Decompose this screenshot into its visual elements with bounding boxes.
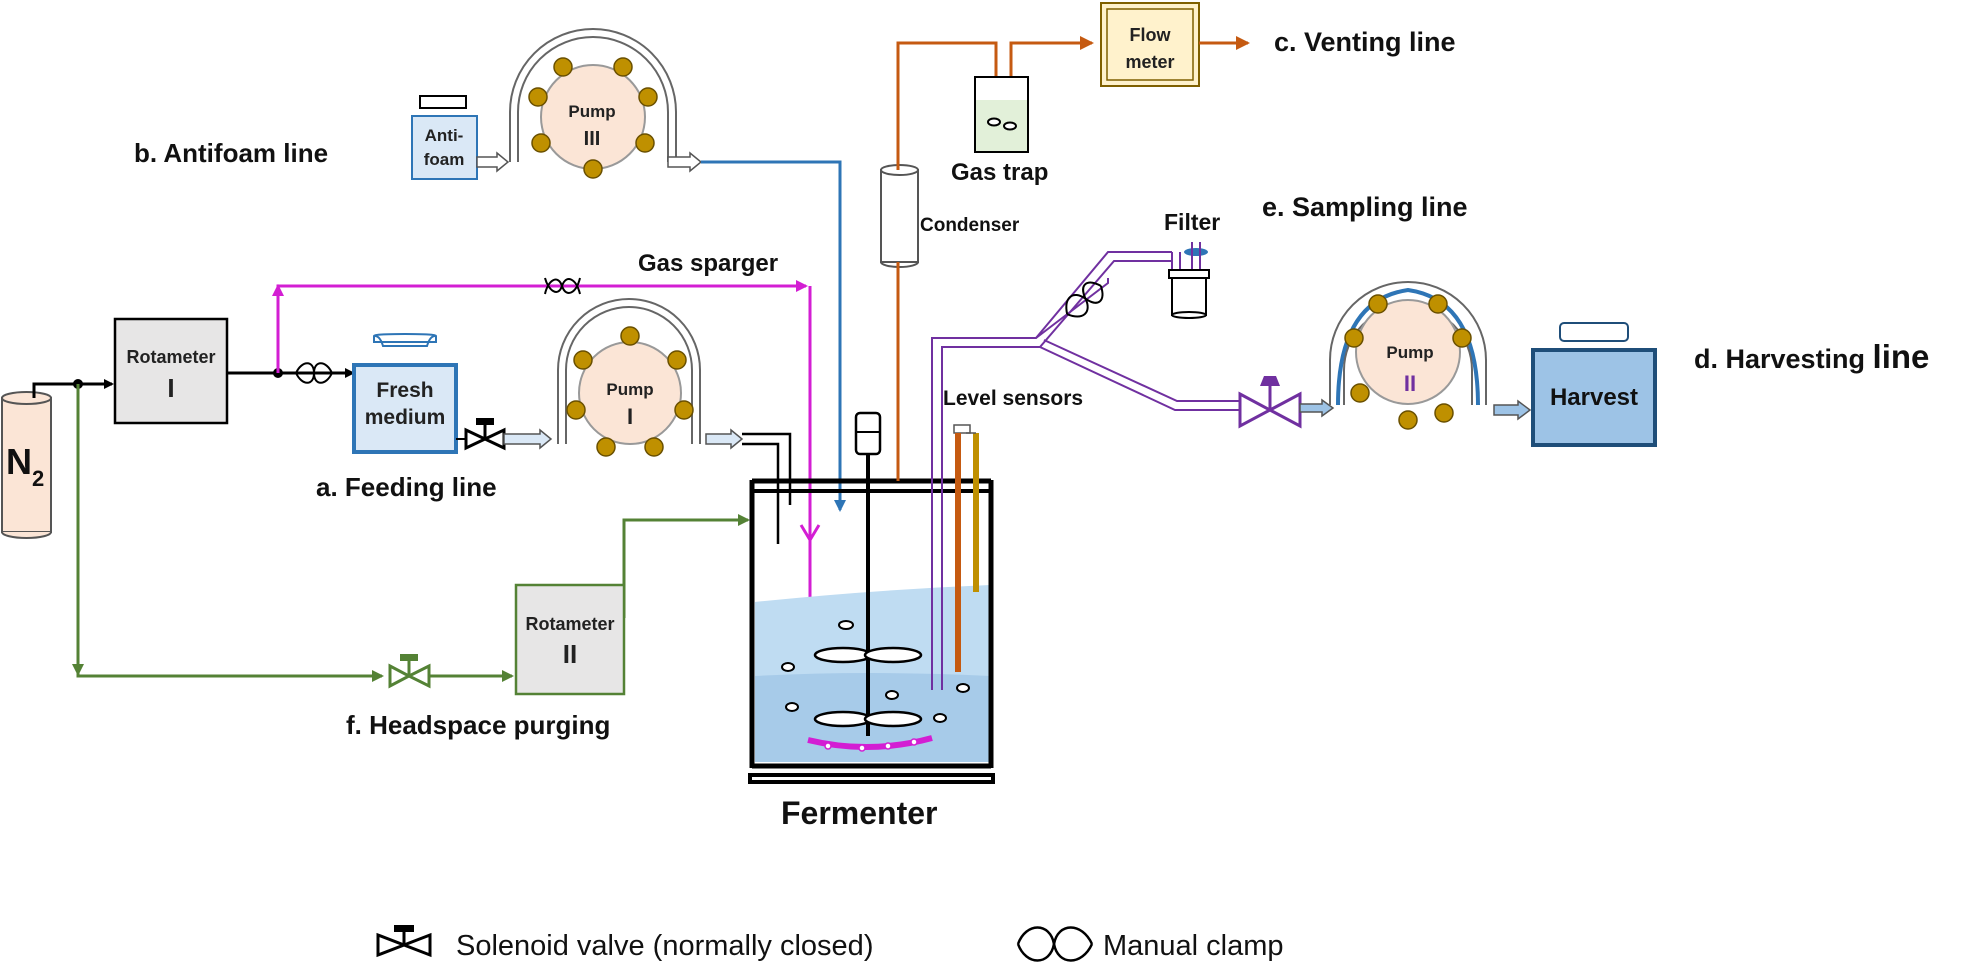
- pump-3: Pump III: [509, 28, 677, 179]
- antifoam-label-1: Anti-: [425, 126, 464, 145]
- gas-sparger-label: Gas sparger: [638, 250, 778, 277]
- n2-supply-line: [32, 379, 114, 398]
- pump-2: Pump II: [1329, 281, 1487, 430]
- purge-solenoid-valve: [388, 654, 431, 689]
- legend: Solenoid valve (normally closed) Manual …: [376, 925, 1284, 962]
- gas-trap: [974, 76, 1029, 153]
- pump-1: Pump I: [557, 298, 701, 457]
- legend-solenoid-icon: [376, 925, 432, 958]
- rotameter-2-title: Rotameter: [525, 614, 614, 634]
- rotameter-1-title: Rotameter: [126, 347, 215, 367]
- n2-subscript: 2: [32, 466, 44, 491]
- filter-label: Filter: [1164, 209, 1220, 235]
- gas-bubbles: [781, 620, 970, 723]
- pump-1-numeral: I: [627, 404, 633, 429]
- sampling-harvest-tubing: [931, 251, 1240, 690]
- antifoam-line-label: b. Antifoam line: [134, 138, 328, 168]
- gas-trap-label: Gas trap: [951, 159, 1048, 186]
- harvest-tank: Harvest: [1531, 322, 1657, 447]
- fresh-medium-reservoir: Fresh medium: [352, 332, 458, 454]
- purge-line-c: [622, 514, 750, 618]
- sparger-line: [276, 284, 800, 373]
- harvesting-line-label: d. Harvesting line: [1694, 338, 1929, 375]
- feeding-line-label: a. Feeding line: [316, 472, 497, 502]
- feed-manual-clamp: [295, 362, 333, 384]
- flow-meter: Flow meter: [1100, 2, 1200, 87]
- condenser: [880, 164, 919, 268]
- level-sensors: [953, 424, 979, 672]
- sampling-line-label: e. Sampling line: [1262, 192, 1468, 222]
- pump-2-title: Pump: [1386, 343, 1433, 362]
- feed-solenoid-valve: [456, 418, 506, 451]
- rotameter-2-numeral: II: [563, 639, 577, 669]
- pump-2-numeral: II: [1404, 371, 1416, 396]
- pump-3-numeral: III: [584, 128, 601, 150]
- condenser-label: Condenser: [920, 215, 1020, 236]
- rotameter-1: Rotameter I: [113, 317, 229, 425]
- flow-meter-label-2: meter: [1125, 52, 1174, 72]
- fresh-medium-label-1: Fresh: [376, 379, 433, 402]
- filter: [1168, 242, 1210, 319]
- venting-line-label: c. Venting line: [1274, 27, 1456, 57]
- flow-meter-label-1: Flow: [1130, 25, 1172, 45]
- legend-clamp-icon: [1016, 926, 1094, 962]
- fresh-medium-label-2: medium: [365, 406, 446, 429]
- antifoam-label-2: foam: [424, 150, 465, 169]
- sparger-ring: [807, 735, 933, 750]
- level-sensors-label: Level sensors: [943, 387, 1083, 410]
- sparger-manual-clamp: [544, 277, 581, 295]
- antifoam-reservoir: Anti- foam: [411, 95, 478, 180]
- pump-3-title: Pump: [568, 102, 615, 121]
- legend-clamp-text: Manual clamp: [1103, 930, 1284, 962]
- pump-1-title: Pump: [606, 380, 653, 399]
- agitator: [813, 411, 923, 736]
- fermenter-label: Fermenter: [781, 795, 938, 831]
- purge-line-a: [76, 384, 376, 678]
- n2-cylinder: N 2: [1, 391, 52, 539]
- feed-tube-arrow: [503, 428, 553, 450]
- sampling-manual-clamp: [1065, 281, 1104, 318]
- harvest-label: Harvest: [1550, 384, 1638, 411]
- rotameter-2: Rotameter II: [514, 583, 626, 696]
- headspace-purging-label: f. Headspace purging: [346, 710, 610, 740]
- vent-line-upper: [896, 41, 1003, 170]
- n2-label: N: [6, 441, 32, 482]
- legend-solenoid-text: Solenoid valve (normally closed): [456, 930, 873, 962]
- antifoam-line: [701, 160, 846, 512]
- rotameter-1-numeral: I: [167, 373, 174, 403]
- harvest-solenoid-valve: [1238, 376, 1302, 429]
